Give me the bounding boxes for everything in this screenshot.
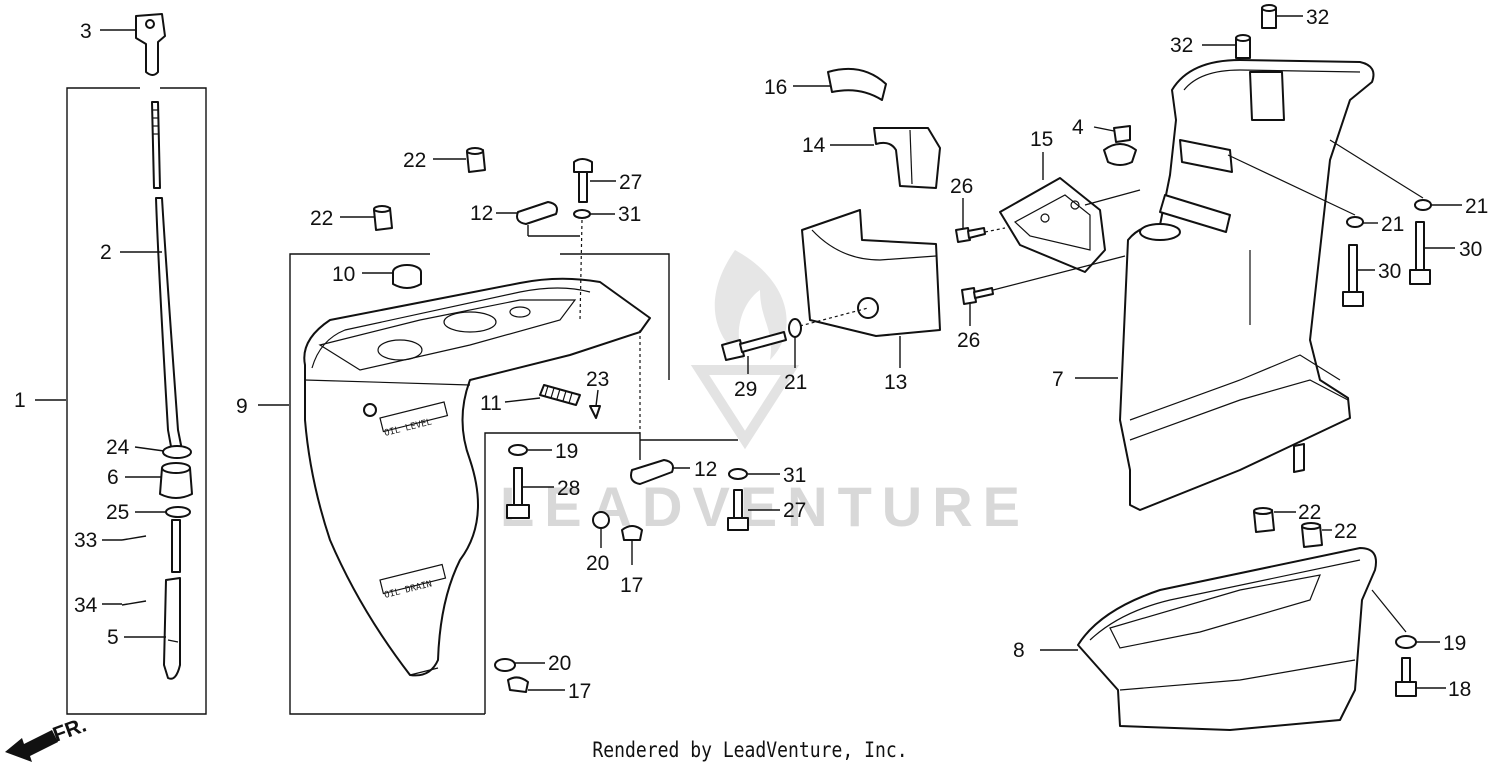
callout-20-a: 20 [586, 552, 609, 575]
callout-19-b: 19 [1443, 632, 1466, 655]
callout-34: 34 [74, 594, 98, 617]
callout-31-a: 31 [618, 203, 641, 226]
callout-22-b: 22 [310, 207, 333, 230]
callout-17-a: 17 [620, 574, 643, 597]
callout-6: 6 [107, 466, 119, 489]
callout-21-a: 21 [784, 371, 807, 394]
callout-24: 24 [106, 436, 130, 459]
callout-31-b: 31 [783, 464, 806, 487]
callout-14: 14 [802, 134, 826, 157]
callout-32-b: 32 [1170, 34, 1193, 57]
callout-8: 8 [1013, 639, 1025, 662]
callout-27-b: 27 [783, 499, 806, 522]
callout-19-a: 19 [555, 440, 578, 463]
callout-12-b: 12 [694, 458, 717, 481]
callout-29: 29 [734, 378, 757, 401]
callout-16: 16 [764, 76, 787, 99]
callout-23: 23 [586, 368, 609, 391]
callout-13: 13 [884, 371, 907, 394]
callout-18: 18 [1448, 678, 1471, 701]
front-direction-arrow: FR. [5, 714, 89, 762]
callout-32-a: 32 [1306, 6, 1329, 29]
callout-22-a: 22 [403, 149, 426, 172]
footer-credit: Rendered by LeadVenture, Inc. [592, 738, 908, 762]
mount-parts [721, 67, 1141, 374]
shift-rod-assembly [35, 13, 207, 715]
callout-3: 3 [80, 20, 92, 43]
callout-21-c: 21 [1381, 213, 1404, 236]
front-direction-label: FR. [50, 714, 90, 747]
extension-case-assembly [1075, 4, 1462, 511]
callout-30-b: 30 [1378, 260, 1401, 283]
lower-housing-assembly [1040, 507, 1446, 731]
callout-17-b: 17 [568, 680, 591, 703]
callout-9: 9 [236, 395, 248, 418]
callout-28: 28 [557, 477, 580, 500]
callout-30-a: 30 [1459, 238, 1482, 261]
callout-26-a: 26 [950, 175, 973, 198]
callout-20-b: 20 [548, 652, 571, 675]
callout-25: 25 [106, 501, 129, 524]
callout-2: 2 [100, 241, 112, 264]
callout-4: 4 [1072, 116, 1084, 139]
callout-11: 11 [480, 392, 502, 415]
gear-case-assembly: OIL LEVEL OIL DRAIN [258, 147, 780, 715]
callout-22-c: 22 [1298, 501, 1321, 524]
callout-10: 10 [332, 263, 355, 286]
watermark-text: LEADVENTURE [500, 475, 1030, 538]
callout-12-a: 12 [470, 202, 493, 225]
callout-26-b: 26 [957, 329, 980, 352]
callout-1: 1 [14, 389, 26, 412]
watermark: LEADVENTURE [500, 250, 1030, 538]
callout-15: 15 [1030, 128, 1053, 151]
callout-33: 33 [74, 529, 97, 552]
callout-5: 5 [107, 626, 119, 649]
callout-21-b: 21 [1465, 195, 1488, 218]
callout-labels: 3 1 2 24 6 25 33 34 5 9 10 22 22 27 12 3… [14, 6, 1488, 703]
callout-22-d: 22 [1334, 520, 1357, 543]
callout-7: 7 [1052, 368, 1064, 391]
callout-27-a: 27 [619, 171, 642, 194]
